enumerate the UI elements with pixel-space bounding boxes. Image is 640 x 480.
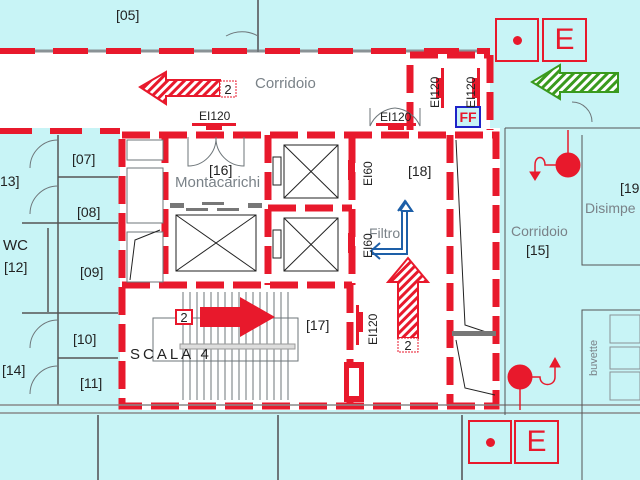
fire-fighter-sign: FF bbox=[455, 106, 481, 128]
corridor-top-label: Corridoio bbox=[255, 75, 316, 92]
room-14: [14] bbox=[2, 362, 26, 378]
room-13: 13] bbox=[0, 173, 20, 189]
room-15: [15] bbox=[526, 242, 550, 258]
door-rating-mid: EI120 bbox=[380, 110, 412, 124]
door-rating-vert-left: EI120 bbox=[428, 76, 442, 108]
entry-arrow bbox=[530, 63, 619, 101]
filter-arrow-number: 2 bbox=[404, 337, 412, 353]
room-08: [08] bbox=[77, 204, 101, 220]
exit-dot-icon bbox=[485, 437, 495, 447]
door-rating-stair: EI120 bbox=[366, 313, 380, 345]
room-09: [09] bbox=[80, 264, 104, 280]
room-16: [16] bbox=[209, 162, 233, 178]
door-rating-lift1: EI60 bbox=[361, 161, 375, 186]
door-rating-vert-right: EI120 bbox=[464, 76, 478, 108]
exit-sign-top-e: E bbox=[542, 18, 587, 62]
filtro-label: Filtro bbox=[369, 225, 401, 241]
exit-sign-bottom-dot bbox=[468, 420, 512, 464]
room-12: [12] bbox=[4, 259, 28, 275]
room-19: [19 bbox=[620, 180, 640, 196]
corridor-top-floor bbox=[0, 52, 490, 128]
disimpegno-label: Disimpe bbox=[585, 200, 636, 216]
alarm-symbols bbox=[507, 130, 581, 410]
montacarichi-label: Montacarichi bbox=[175, 174, 261, 191]
stair-label: SCALA 4 bbox=[130, 346, 212, 363]
room-10: [10] bbox=[73, 331, 97, 347]
stair-arrow-number: 2 bbox=[180, 309, 188, 325]
door-rating-top: EI120 bbox=[199, 109, 231, 123]
room-17: [17] bbox=[306, 317, 330, 333]
stair-escape-arrow bbox=[200, 297, 275, 337]
corridor-arrow-number: 2 bbox=[224, 81, 232, 97]
room-07: [07] bbox=[72, 151, 96, 167]
buvette-label: buvette bbox=[588, 339, 600, 376]
exit-dot-icon bbox=[512, 35, 522, 45]
room-05: [05] bbox=[116, 7, 140, 23]
room-11: [11] bbox=[80, 375, 103, 391]
wc-label: WC bbox=[3, 237, 28, 254]
filter-escape-arrow bbox=[385, 256, 431, 339]
exit-sign-bottom-e: E bbox=[514, 420, 559, 464]
exit-sign-top-dot bbox=[495, 18, 539, 62]
room-18: [18] bbox=[408, 163, 432, 179]
door-rating-lift2: EI60 bbox=[361, 233, 375, 258]
corridor-right-label: Corridoio bbox=[511, 223, 568, 239]
